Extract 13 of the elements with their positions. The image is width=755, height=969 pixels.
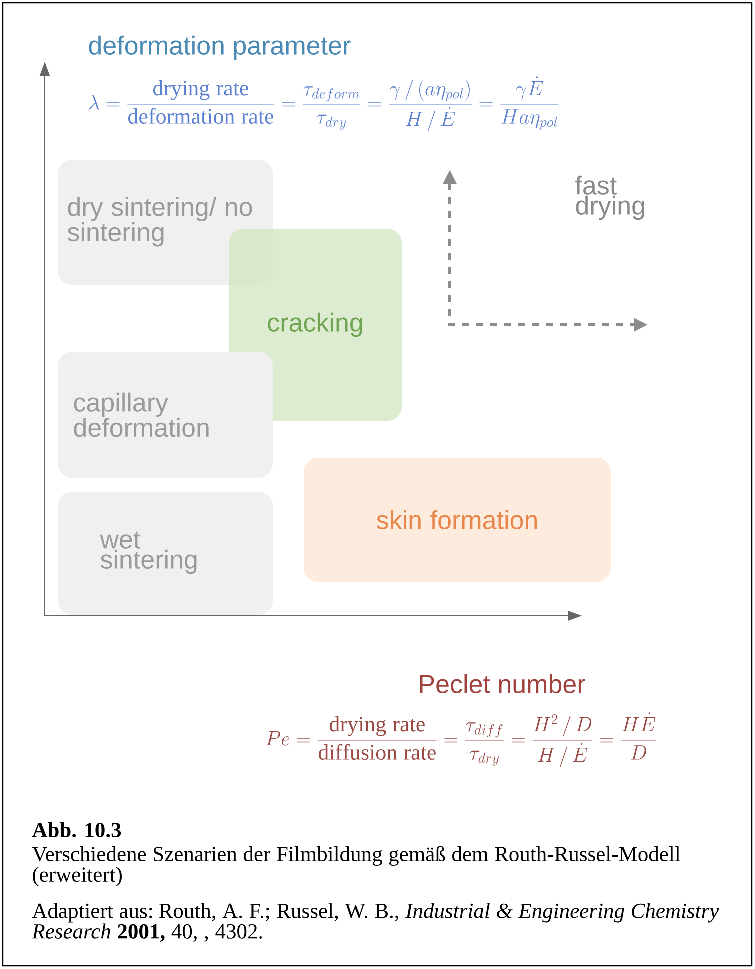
region-box: dry sintering/ no sintering	[58, 160, 273, 285]
axis-title: Peclet number	[420, 674, 586, 694]
region-box: capillary deformation	[58, 352, 273, 478]
caption-heading: Abb. 10.3	[32, 822, 122, 838]
region-box: wet sintering	[58, 492, 273, 615]
direction-label: fast drying	[576, 176, 644, 220]
caption-text: Verschiedene Szenarien der Filmbildung gemäß dem Routh-Russel-Modell (erweitert)	[32, 846, 680, 886]
formula: $\lambda = \frac{\mathrm{drying\ rate}}{\mathrm{deformation\ rate}} = \frac{\tau_{deform}}{\tau_{dry}} = \frac{\gamma\,/\,(a\eta_{pol})}{H\,/\,\dot{E}} = \frac{\gamma\dot{E}}{Ha\eta_{pol}}$	[89, 76, 559, 132]
region-box: cracking	[229, 229, 402, 421]
formula: $Pe = \frac{\mathrm{drying\ rate}}{\mathrm{diffusion\ rate}} = \frac{\tau_{diff}}{\tau_{dry}} = \frac{H^{2}\,/\,D}{H\,/\,\dot{E}} = \frac{H\dot{E}}{D}$	[266, 712, 656, 768]
axis-title: deformation parameter	[89, 36, 351, 60]
region-box: skin formation	[304, 458, 611, 582]
caption-text: Adaptiert aus: Routh, A. F.; Russel, W. B., Industrial & Engineering Chemistry Research 2001, 40, , 4302.	[32, 903, 720, 942]
